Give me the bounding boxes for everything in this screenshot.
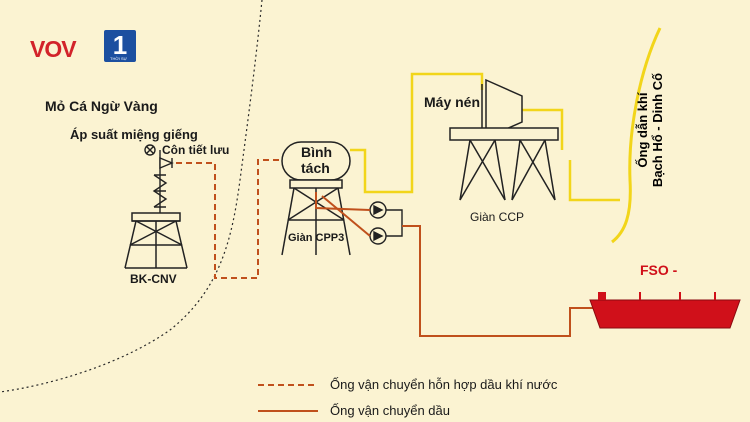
separator-label-2: tách (301, 160, 330, 176)
choke-label: Côn tiết lưu (162, 143, 230, 157)
platform-bk-cnv (124, 212, 188, 269)
mixed-pipeline (176, 159, 290, 279)
gas-pipeline-label: Ống dẫn khí Bạch Hổ - Dinh Cố (635, 72, 665, 188)
platform-ccp-label: Giàn CCP (470, 210, 525, 224)
fso-label: FSO - (640, 262, 678, 278)
wellhead-pressure-label: Áp suất miệng giếng (70, 127, 198, 142)
platform-ccp (449, 127, 559, 201)
gas-pipeline-curve (611, 27, 662, 244)
oil-pipeline (315, 192, 595, 337)
platform-bk-label: BK-CNV (130, 272, 177, 286)
separator-label-1: Bình (301, 144, 333, 160)
legend-oil-label: Ống vận chuyển dầu (330, 403, 450, 418)
platform-cpp3 (281, 179, 351, 256)
choke-valve-icon (159, 156, 174, 170)
compressor-label: Máy nén (424, 94, 481, 110)
vov-logo: VOV (30, 36, 77, 62)
fso-vessel-icon (589, 292, 741, 329)
pump-icons (369, 201, 403, 245)
field-boundary-line (0, 0, 263, 393)
wellhead-assembly (144, 144, 174, 215)
channel-logo: 1 (104, 30, 136, 62)
channel-sub-label: THỜI SỰ (110, 56, 128, 61)
gas-line (350, 72, 620, 202)
compressor-icon (481, 78, 523, 140)
field-name-label: Mỏ Cá Ngừ Vàng (45, 98, 158, 114)
pressure-gauge-icon (144, 144, 156, 156)
legend-mixed-label: Ống vận chuyển hỗn hợp dầu khí nước (330, 377, 558, 392)
platform-cpp3-label: Giàn CPP3 (288, 232, 345, 244)
